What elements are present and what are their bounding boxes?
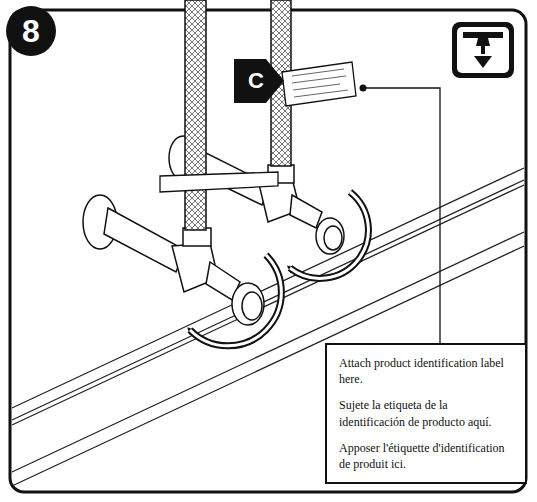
- install-icon: [452, 22, 514, 78]
- left-valve: [83, 195, 264, 325]
- callout-box: Attach product identification label here…: [325, 343, 527, 484]
- frame: [10, 10, 526, 492]
- callout-label: 8: [22, 13, 40, 50]
- step-number: 8: [6, 6, 56, 56]
- callout-label: C: [248, 68, 264, 94]
- callout-text: Attach product identification label here…: [339, 355, 513, 387]
- turn-arrow: [290, 192, 368, 278]
- turn-arrow: [190, 255, 281, 346]
- label-strap: [160, 172, 278, 192]
- turn-arrow: [190, 255, 281, 346]
- identification-label: [282, 62, 356, 106]
- leader-line: [363, 88, 440, 343]
- callout-text: Apposer l'étiquette d'identification de …: [339, 440, 513, 472]
- left-hose: [185, 0, 206, 230]
- turn-arrow: [290, 192, 368, 278]
- callout-text: Sujete la etiqueta de la identificación …: [339, 397, 513, 429]
- callout-letter: C: [234, 59, 284, 103]
